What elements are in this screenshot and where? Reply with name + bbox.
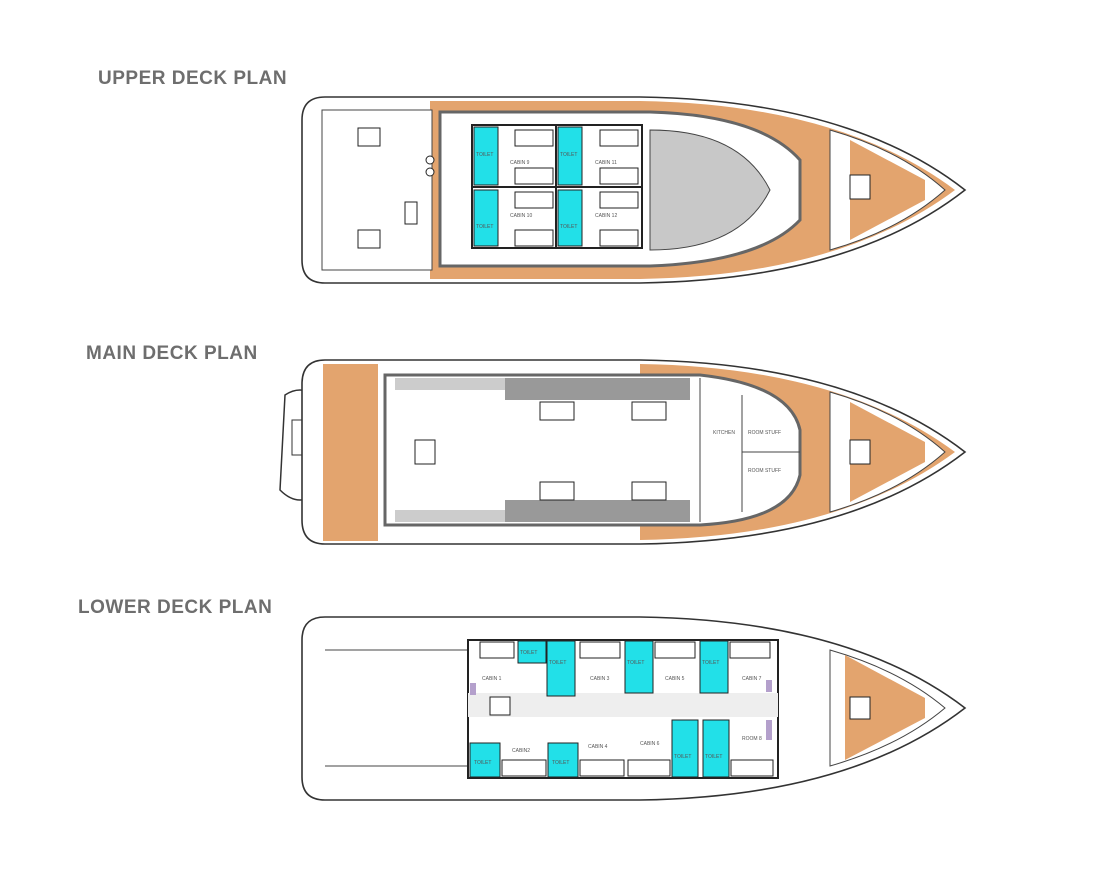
- room-label: CABIN 9: [510, 160, 530, 166]
- lower-deck-title: LOWER DECK PLAN: [78, 597, 273, 618]
- toilet-label: TOILET: [552, 760, 569, 766]
- toilet: [557, 189, 583, 247]
- toilet-label: TOILET: [560, 152, 577, 158]
- room-label: CABIN 1: [482, 676, 502, 682]
- room-label: CABIN2: [512, 748, 530, 754]
- lower-deck: CABIN 1 CABIN 3 CABIN 5 CABIN 7 CABIN2 C…: [301, 616, 967, 801]
- toilet-label: TOILET: [549, 660, 566, 666]
- toilet-label: TOILET: [705, 754, 722, 760]
- toilet: [473, 189, 499, 247]
- room-label: CABIN 4: [588, 744, 608, 750]
- toilet-label: TOILET: [520, 650, 537, 656]
- toilet-label: TOILET: [627, 660, 644, 666]
- room-label: CABIN 3: [590, 676, 610, 682]
- toilet-label: TOILET: [560, 224, 577, 230]
- toilet: [473, 126, 499, 186]
- toilet: [557, 126, 583, 186]
- upper-deck-title: UPPER DECK PLAN: [98, 68, 288, 89]
- room-label: CABIN 7: [742, 676, 762, 682]
- toilet-label: TOILET: [476, 224, 493, 230]
- room-label: ROOM STUFF: [748, 468, 781, 474]
- room-label: CABIN 12: [595, 213, 617, 219]
- room-label: ROOM 8: [742, 736, 762, 742]
- toilet-label: TOILET: [674, 754, 691, 760]
- room-label: ROOM STUFF: [748, 430, 781, 436]
- room-label: CABIN 6: [640, 741, 660, 747]
- room-label: KITCHEN: [713, 430, 735, 436]
- room-label: CABIN 11: [595, 160, 617, 166]
- room-label: CABIN 5: [665, 676, 685, 682]
- room-label: CABIN 10: [510, 213, 532, 219]
- main-deck: KITCHEN ROOM STUFF ROOM STUFF: [279, 359, 967, 545]
- upper-deck: TOILET TOILET TOILET TOILET CABIN 9 CABI…: [301, 96, 967, 284]
- toilet-label: TOILET: [474, 760, 491, 766]
- toilet-label: TOILET: [702, 660, 719, 666]
- toilet-label: TOILET: [476, 152, 493, 158]
- main-deck-title: MAIN DECK PLAN: [86, 343, 258, 364]
